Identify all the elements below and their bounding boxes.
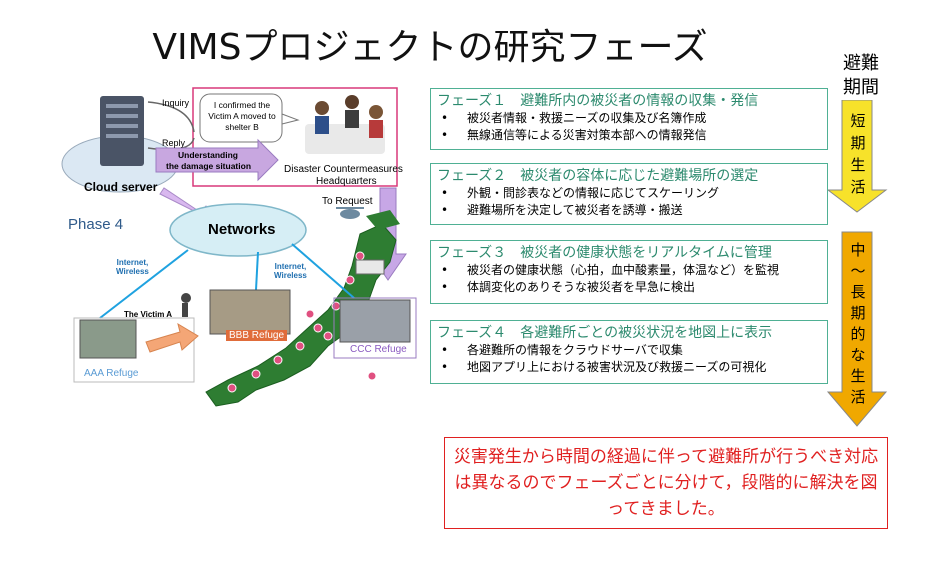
bbb-refuge-label: BBB Refuge xyxy=(226,330,288,341)
ccc-refuge-label: CCC Refuge xyxy=(350,344,407,355)
phase-3-item: •被災者の健康状態（心拍，血中酸素量，体温など）を監視 xyxy=(441,263,780,277)
understanding-line1: Understanding xyxy=(178,150,238,160)
period-label-line1: 避難 xyxy=(843,53,879,74)
speech-text: I confirmed the Victim A moved to shelte… xyxy=(208,100,276,132)
people-icon xyxy=(305,95,385,154)
to-request-label: To Request xyxy=(322,196,373,207)
aaa-refuge-label: AAA Refuge xyxy=(84,368,139,379)
long-term-arrow xyxy=(826,231,888,427)
inquiry-label: Inquiry xyxy=(162,98,190,108)
phase-2-item: •避難場所を決定して被災者を誘導・搬送 xyxy=(441,203,683,217)
page-title: VIMSプロジェクトの研究フェーズ xyxy=(152,27,708,68)
network-aaa-link xyxy=(99,249,189,319)
understanding-line2: the damage situation xyxy=(166,161,252,171)
long_term-char: 生 xyxy=(850,367,866,385)
ccc-refuge-box xyxy=(333,297,417,359)
internet-wireless-right: Internet, Wireless xyxy=(274,262,307,280)
internet-wireless-left: Internet, Wireless xyxy=(116,258,149,276)
phase-2-box: フェーズ２ 被災者の容体に応じた避難場所の選定 •外観・問診表などの情報に応じて… xyxy=(430,163,828,225)
short_term-char: 期 xyxy=(850,134,866,152)
period-label-line2: 期間 xyxy=(843,77,879,98)
victim-label: The Victim A xyxy=(124,310,173,319)
understanding-arrow xyxy=(155,138,279,182)
phase-3-item: •体調変化のありそうな被災者を早急に検出 xyxy=(441,280,696,294)
short_term-char: 生 xyxy=(850,156,866,174)
victim-arrow xyxy=(145,322,199,353)
long_term-char: 活 xyxy=(850,388,866,406)
server-icon xyxy=(100,96,144,166)
long_term-char: 的 xyxy=(850,325,866,343)
bbb-photo xyxy=(209,289,291,335)
hq-label-line2: Headquarters xyxy=(316,176,377,187)
long_term-char: 〜 xyxy=(850,262,866,280)
short-term-label: 短期生活 xyxy=(846,110,870,198)
ccc-photo xyxy=(339,299,411,343)
short_term-char: 活 xyxy=(850,178,866,196)
map-pins xyxy=(227,251,377,393)
phase-4-item: •各避難所の情報をクラウドサーバで収集 xyxy=(441,343,683,357)
summary-note: 災害発生から時間の経過に伴って避難所が行うべき対応は異なるのでフェーズごとに分け… xyxy=(444,437,888,529)
long_term-char: 期 xyxy=(850,304,866,322)
hq-label-line1: Disaster Countermeasures xyxy=(284,164,403,175)
network-cloud xyxy=(169,203,307,257)
ambulance-icon xyxy=(355,259,385,275)
phase-1-title: フェーズ１ 避難所内の被災者の情報の収集・発信 xyxy=(437,93,759,109)
phase-1-box: フェーズ１ 避難所内の被災者の情報の収集・発信 •被災者情報・救援ニーズの収集及… xyxy=(430,88,828,150)
period-arrows xyxy=(826,100,888,427)
reply-label: Reply xyxy=(162,138,186,148)
runner-icon xyxy=(181,293,191,317)
long_term-char: 長 xyxy=(850,283,866,301)
phase-4-title: フェーズ４ 各避難所ごとの被災状況を地図上に表示 xyxy=(437,325,773,341)
phase-1-item: •無線通信等による災害対策本部への情報発信 xyxy=(441,128,707,142)
inquiry-arrow xyxy=(147,101,195,133)
phase-4-item: •地図アプリ上における被害状況及び救援ニーズの可視化 xyxy=(441,360,767,374)
short_term-char: 短 xyxy=(850,112,866,130)
phase-2-title: フェーズ２ 被災者の容体に応じた避難場所の選定 xyxy=(437,168,759,184)
phase-3-title: フェーズ３ 被災者の健康状態をリアルタイムに管理 xyxy=(437,245,772,261)
period-label: 避難 期間 xyxy=(836,52,886,100)
networks-label: Networks xyxy=(208,221,276,238)
short-term-arrow xyxy=(826,100,888,213)
long_term-char: 中 xyxy=(850,241,866,259)
phase-label: Phase 4 xyxy=(68,216,124,233)
vims-diagram: Inquiry Reply I confirmed the Victim A m… xyxy=(60,84,420,424)
cloud-server-label: Cloud server xyxy=(84,180,158,194)
long-term-label: 中〜長期的な生活 xyxy=(846,240,870,408)
aaa-refuge-box xyxy=(73,317,195,383)
hq-box xyxy=(192,87,398,187)
phase-4-box: フェーズ４ 各避難所ごとの被災状況を地図上に表示 •各避難所の情報をクラウドサー… xyxy=(430,320,828,384)
phase-1-item: •被災者情報・救援ニーズの収集及び名簿作成 xyxy=(441,111,707,125)
network-bbb-link xyxy=(255,251,259,291)
aaa-photo xyxy=(79,319,137,359)
phase-2-item: •外観・問診表などの情報に応じてスケーリング xyxy=(441,186,720,200)
phase-3-box: フェーズ３ 被災者の健康状態をリアルタイムに管理 •被災者の健康状態（心拍，血中… xyxy=(430,240,828,304)
long_term-char: な xyxy=(850,346,866,364)
network-ccc-link xyxy=(291,243,355,299)
helicopter-icon xyxy=(336,207,364,219)
